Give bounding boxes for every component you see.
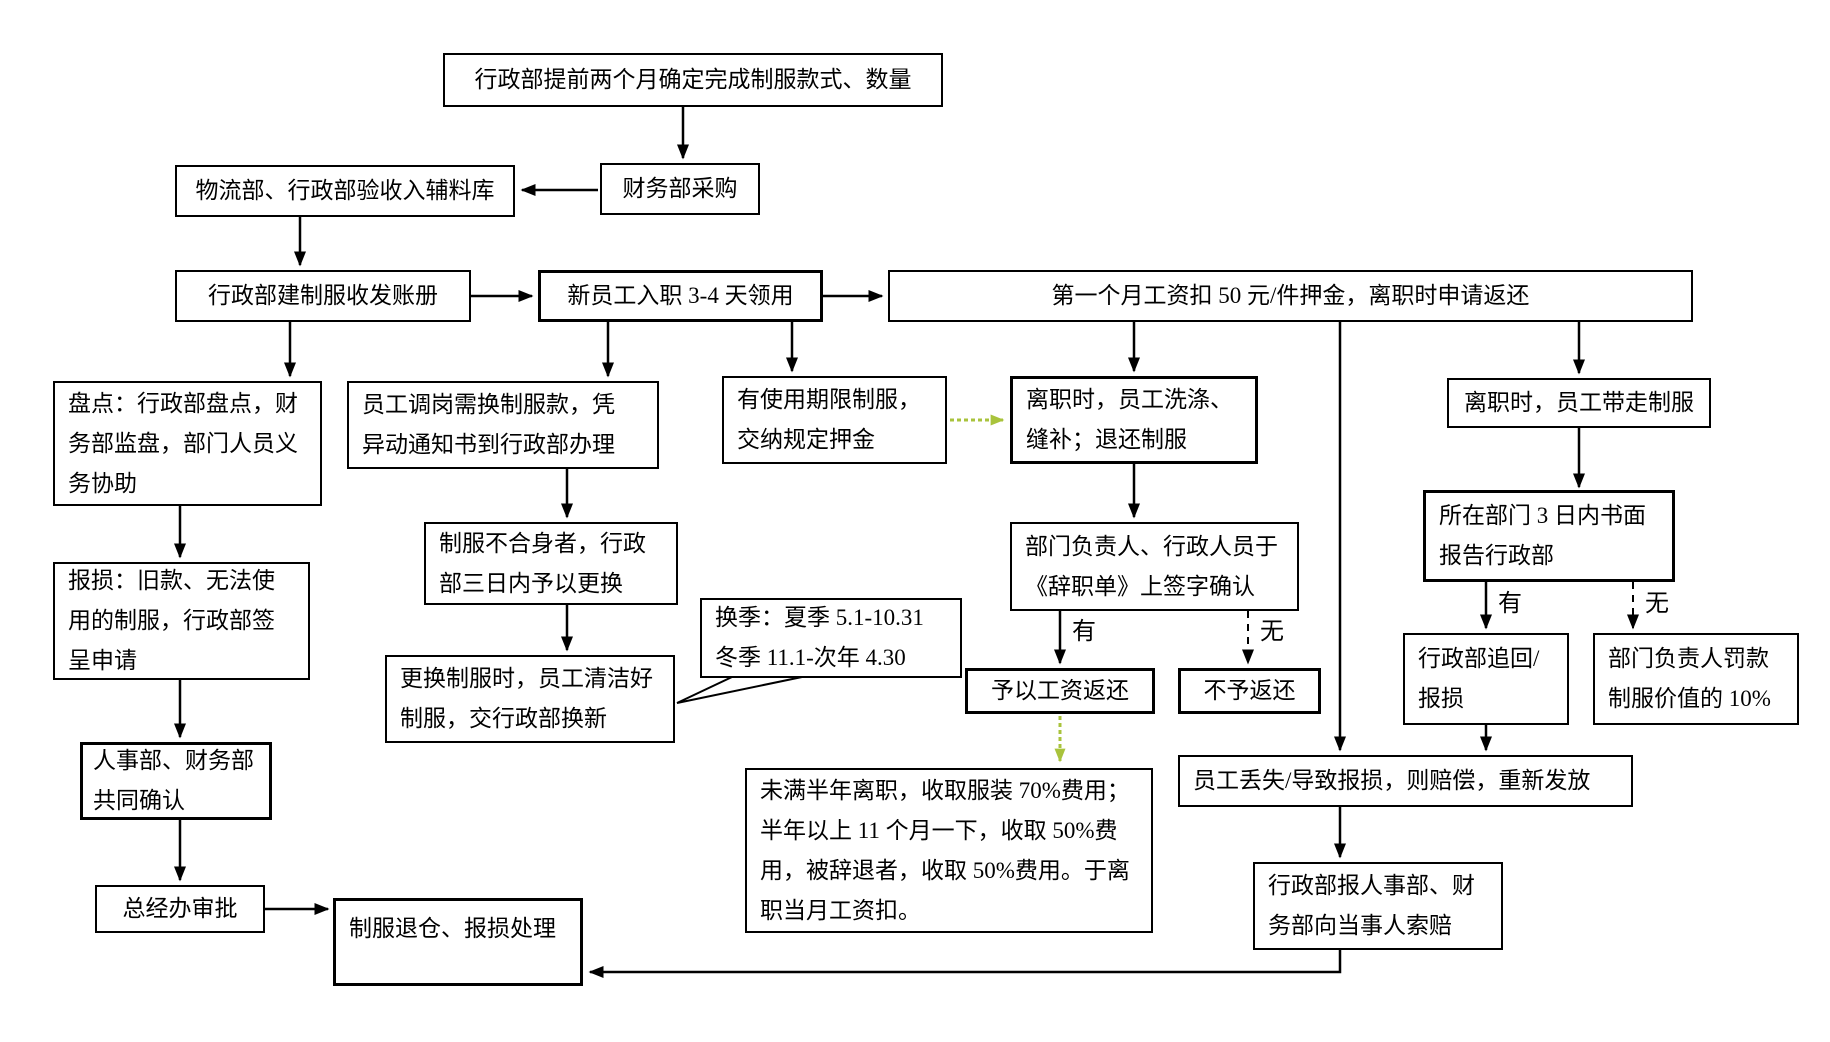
- node-replace-clean: 更换制服时，员工清洁好 制服，交行政部换新: [385, 655, 675, 743]
- node-inventory-check: 盘点：行政部盘点，财 务部监盘，部门人员义 务协助: [53, 381, 322, 506]
- node-inspect-warehouse: 物流部、行政部验收入辅料库: [175, 165, 515, 217]
- node-admin-recover: 行政部追回/ 报损: [1403, 633, 1569, 725]
- node-salary-deposit: 第一个月工资扣 50 元/件押金，离职时申请返还: [888, 270, 1693, 322]
- node-fee-deduction: 未满半年离职，收取服装 70%费用； 半年以上 11 个月一下，收取 50%费 …: [745, 768, 1153, 933]
- node-new-employee-receive: 新员工入职 3-4 天领用: [538, 270, 823, 322]
- branch-label-yes-report: 有: [1498, 591, 1522, 617]
- node-confirm-style-qty: 行政部提前两个月确定完成制服款式、数量: [443, 53, 943, 107]
- node-manager-fine: 部门负责人罚款 制服价值的 10%: [1593, 633, 1799, 725]
- node-report-3days: 所在部门 3 日内书面 报告行政部: [1423, 490, 1675, 582]
- node-report-loss: 报损：旧款、无法使 用的制服，行政部签 呈申请: [53, 562, 310, 680]
- branch-label-yes-sign: 有: [1072, 619, 1096, 645]
- node-take-away: 离职时，员工带走制服: [1447, 378, 1711, 428]
- callout-tail: [676, 676, 803, 704]
- node-transfer-change: 员工调岗需换制服款，凭 异动通知书到行政部办理: [347, 381, 659, 469]
- node-no-refund: 不予返还: [1178, 668, 1321, 714]
- node-limited-term-uniform: 有使用期限制服， 交纳规定押金: [722, 376, 947, 464]
- branch-label-no-sign: 无: [1260, 619, 1284, 645]
- node-hr-finance-confirm: 人事部、财务部 共同确认: [80, 742, 272, 820]
- node-uniform-ledger: 行政部建制服收发账册: [175, 270, 471, 322]
- node-claim-compensation: 行政部报人事部、财 务部向当事人索赔: [1253, 862, 1503, 950]
- node-uniform-return-process: 制服退仓、报损处理: [333, 898, 583, 986]
- node-sign-confirm: 部门负责人、行政人员于 《辞职单》上签字确认: [1010, 522, 1299, 611]
- node-lost-compensate: 员工丢失/导致报损，则赔偿，重新发放: [1178, 755, 1633, 807]
- node-unfit-replace: 制服不合身者，行政 部三日内予以更换: [424, 522, 678, 605]
- node-finance-purchase: 财务部采购: [600, 163, 760, 215]
- node-season-callout: 换季：夏季 5.1-10.31 冬季 11.1-次年 4.30: [700, 598, 962, 678]
- branch-label-no-report: 无: [1645, 591, 1669, 617]
- arrow-claim-return: [588, 950, 1342, 978]
- node-gm-approval: 总经办审批: [95, 885, 265, 933]
- node-wash-return: 离职时，员工洗涤、 缝补；退还制服: [1010, 376, 1258, 464]
- node-salary-refund: 予以工资返还: [965, 668, 1155, 714]
